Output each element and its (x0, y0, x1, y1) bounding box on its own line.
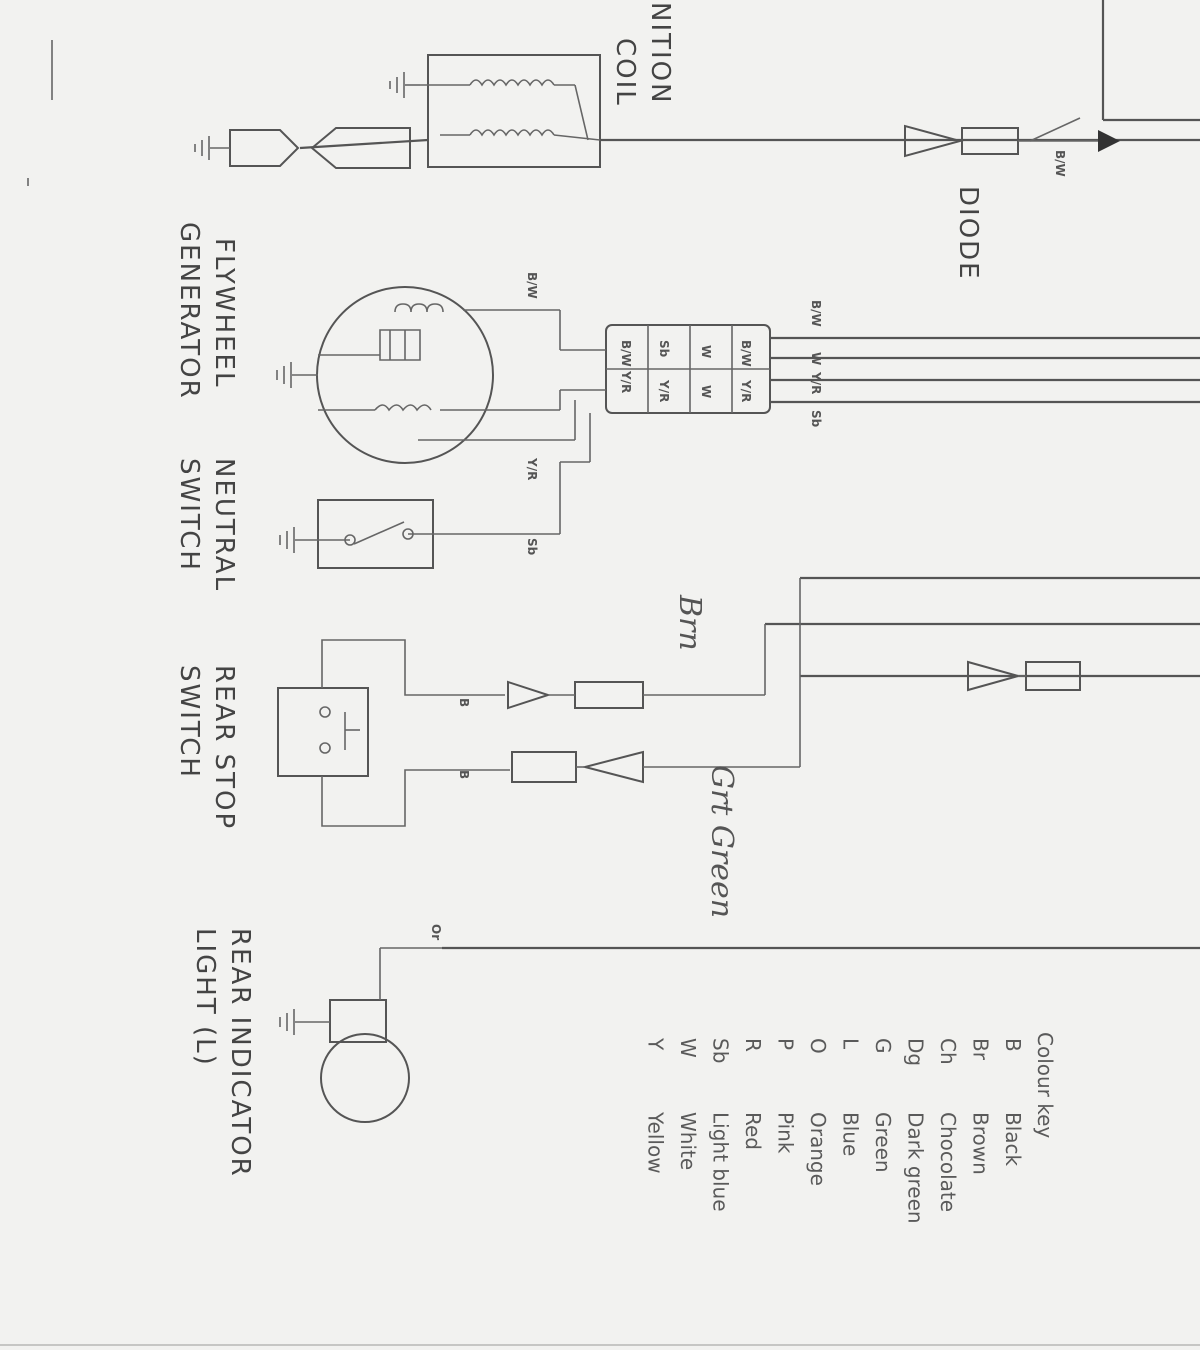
connector-wire-label-4: Sb (809, 410, 823, 428)
colour-key-code: O (806, 1038, 830, 1054)
colour-key-code: P (774, 1038, 798, 1050)
colour-key-title: Colour key (1033, 1032, 1057, 1138)
neutral-switch (279, 413, 591, 569)
colour-key-row: L Blue (839, 1038, 863, 1156)
plug-cell-2: W (699, 345, 713, 358)
colour-key-name: Blue (839, 1112, 863, 1156)
connector-block (560, 324, 771, 414)
ground-symbol (194, 136, 210, 160)
colour-key-row: P Pink (774, 1038, 798, 1154)
colour-key-row: B Black (1001, 1038, 1025, 1167)
colour-key-name: Pink (774, 1112, 798, 1154)
plug-cell-4: Sb (657, 340, 671, 358)
trunk-wires (442, 0, 1200, 950)
ignition-coil-label: NITION (645, 2, 675, 105)
colour-key-code: Sb (709, 1038, 733, 1063)
plug-cell-5: W (699, 385, 713, 398)
rear-indicator-light-label-2: LIGHT (L) (190, 928, 220, 1067)
flywheel-wire-top: B/W (525, 272, 539, 299)
connector-wire-label-3: Y/R (809, 371, 823, 394)
flywheel-wire-bottom: Y/R (525, 457, 539, 480)
colour-key-row: G Green (871, 1038, 895, 1173)
connector-wire-label-1: B/W (809, 300, 823, 327)
colour-key-code: W (676, 1038, 700, 1058)
flywheel-generator (276, 286, 576, 464)
colour-key-code: Dg (904, 1038, 928, 1066)
colour-key-name: Yellow (644, 1111, 668, 1174)
diode-assembly (904, 117, 1120, 158)
colour-key-name: Black (1001, 1112, 1025, 1167)
colour-key-name: Red (741, 1112, 765, 1150)
colour-key-row: W White (676, 1038, 700, 1170)
ground-symbol (276, 362, 318, 388)
indicator-wire-label: Or (429, 924, 443, 940)
neutral-wire-label: Sb (525, 538, 539, 556)
colour-key-code: Y (644, 1037, 668, 1051)
colour-key-name: White (676, 1112, 700, 1170)
rear-stop-switch-label-2: SWITCH (174, 665, 204, 779)
colour-key-row: R Red (741, 1038, 765, 1150)
rear-indicator-light-label: REAR INDICATOR (225, 928, 255, 1178)
rear-stop-switch (277, 578, 1081, 827)
handwritten-green: Grt Green (704, 765, 739, 918)
colour-key-row: Y Yellow (644, 1037, 668, 1174)
colour-key-code: G (871, 1038, 895, 1054)
colour-key-code: L (839, 1038, 863, 1050)
flywheel-generator-label-2: GENERATOR (174, 222, 204, 400)
ground-symbol (389, 72, 420, 98)
colour-key-name: Light blue (709, 1112, 733, 1212)
colour-key-name: Green (871, 1112, 895, 1173)
plug-cell-6: Y/R (657, 379, 671, 402)
plug-cell-3: Y/R (739, 379, 753, 402)
colour-key-name: Orange (806, 1112, 830, 1186)
ignition-coil (194, 54, 601, 169)
colour-key-code: B (1001, 1038, 1025, 1052)
plug-cell-1: B/W (739, 340, 753, 367)
ground-symbol (279, 1009, 295, 1035)
ground-symbol (279, 527, 295, 553)
page-marks (0, 40, 1200, 1346)
rear-stop-switch-label: REAR STOP (209, 665, 239, 830)
colour-key-code: Br (969, 1038, 993, 1061)
stop-wire-top: B (457, 698, 471, 707)
connector-wire-label-5: B/W Y/R (619, 340, 633, 393)
colour-key-code: R (741, 1038, 765, 1052)
colour-key-name: Chocolate (936, 1112, 960, 1212)
neutral-switch-label: NEUTRAL (209, 458, 239, 592)
colour-key-row: O Orange (806, 1038, 830, 1186)
stop-wire-bottom: B (457, 770, 471, 779)
diode-wire-label: B/W (1053, 150, 1067, 177)
ignition-coil-label-2: COIL (610, 38, 640, 107)
flywheel-generator-label: FLYWHEEL (209, 238, 239, 388)
connector-wire-label-2: W (809, 352, 823, 365)
neutral-switch-label-2: SWITCH (174, 458, 204, 572)
colour-key-name: Brown (969, 1112, 993, 1175)
colour-key-name: Dark green (904, 1112, 928, 1224)
diode-label: DIODE (953, 186, 983, 281)
rear-indicator-light (279, 947, 442, 1123)
colour-key-code: Ch (936, 1038, 960, 1065)
handwritten-brown: Brn (672, 594, 707, 651)
